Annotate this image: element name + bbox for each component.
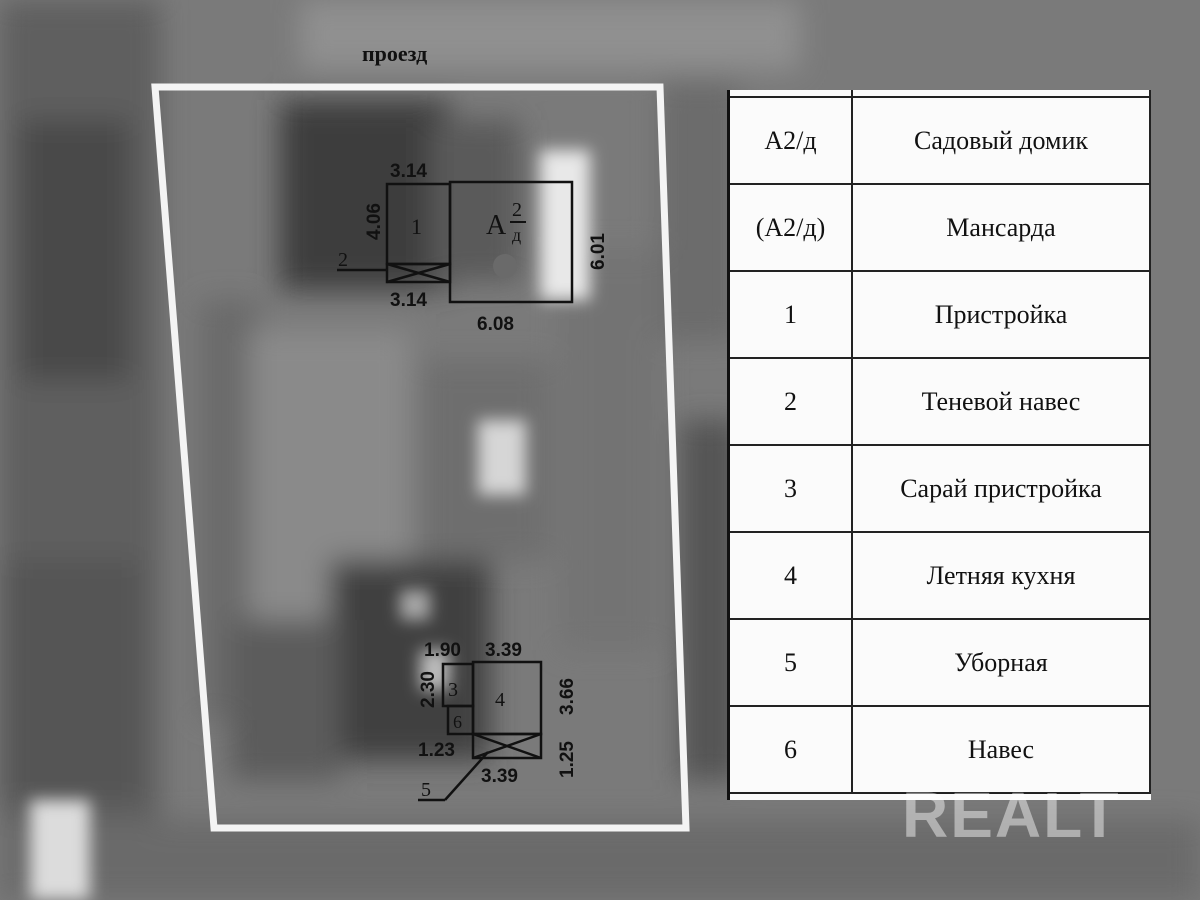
legend-header-stub [730, 90, 1151, 98]
legend-row: (А2/д) Мансарда [730, 184, 1151, 272]
legend-name: Теневой навес [852, 358, 1151, 446]
summer-kitchen-side-dimension: 3.66 [557, 678, 578, 715]
legend-code: 1 [730, 271, 853, 359]
shed-side-dimension: 2.30 [418, 671, 439, 708]
legend-name: Садовый домик [852, 97, 1151, 185]
house-width-dimension: 6.08 [477, 314, 514, 335]
shade-canopy-outline [385, 262, 452, 284]
legend-row: 1 Пристройка [730, 271, 1151, 359]
canopy-side-dimension: 1.23 [418, 740, 455, 761]
toilet-side-dimension: 1.25 [557, 741, 578, 778]
legend-code: А2/д [730, 97, 853, 185]
plot-boundary [151, 83, 690, 832]
canopy-outline [446, 704, 475, 736]
house-label-suffix: д [512, 225, 521, 245]
legend-code: 4 [730, 532, 853, 620]
legend-row: 3 Сарай пристройка [730, 445, 1151, 533]
legend-code: (А2/д) [730, 184, 853, 272]
road-label: проезд [362, 41, 427, 66]
toilet-outline [471, 732, 543, 760]
annex-top-dimension: 3.14 [390, 161, 427, 182]
legend-name: Сарай пристройка [852, 445, 1151, 533]
outbuildings-group [418, 660, 543, 802]
house-group [337, 180, 574, 304]
legend-row: 4 Летняя кухня [730, 532, 1151, 620]
toilet-bottom-dimension: 3.39 [481, 766, 518, 787]
annex-side-dimension: 4.06 [364, 203, 385, 240]
house-height-dimension: 6.01 [588, 233, 609, 270]
shed-top-dimension: 1.90 [424, 640, 461, 661]
legend-table: А2/д Садовый домик (А2/д) Мансарда 1 При… [727, 90, 1151, 800]
legend-code: 2 [730, 358, 853, 446]
shed-label: 3 [448, 679, 458, 701]
toilet-label: 5 [421, 779, 431, 801]
legend-name: Летняя кухня [852, 532, 1151, 620]
legend-name: Пристройка [852, 271, 1151, 359]
shade-canopy-label: 2 [338, 249, 348, 271]
annex-label: 1 [411, 214, 422, 239]
legend-row: А2/д Садовый домик [730, 97, 1151, 185]
legend-code: 6 [730, 706, 853, 794]
canopy-label: 6 [453, 712, 462, 732]
legend-code: 5 [730, 619, 853, 707]
legend-name: Мансарда [852, 184, 1151, 272]
watermark-logo: REALT [902, 779, 1121, 851]
summer-kitchen-label: 4 [495, 689, 505, 711]
legend-code: 3 [730, 445, 853, 533]
annex-bottom-dimension: 3.14 [390, 290, 427, 311]
house-label-floors: 2 [512, 199, 522, 221]
legend-name: Уборная [852, 619, 1151, 707]
legend-row: 6 Навес [730, 706, 1151, 794]
legend-row: 2 Теневой навес [730, 358, 1151, 446]
house-label: А [486, 210, 507, 241]
legend-row: 5 Уборная [730, 619, 1151, 707]
legend-name: Навес [852, 706, 1151, 794]
summer-kitchen-top-dimension: 3.39 [485, 640, 522, 661]
